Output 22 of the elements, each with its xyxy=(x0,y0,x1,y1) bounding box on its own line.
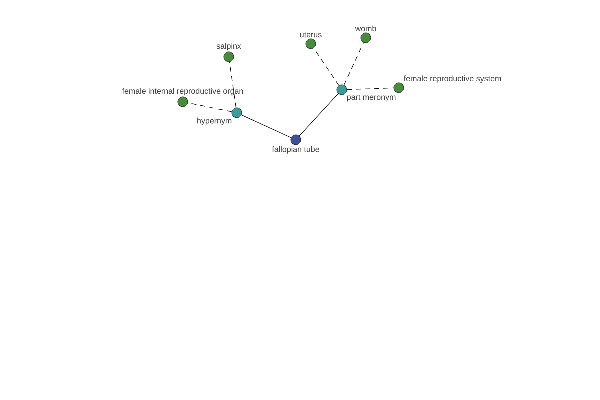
node-label: hypernym xyxy=(198,118,232,126)
graph-node: fallopian tube xyxy=(272,134,320,154)
graph-node: uterus xyxy=(300,32,322,50)
node-label: part meronym xyxy=(347,94,396,102)
node-label: womb xyxy=(355,26,376,32)
node-label: fallopian tube xyxy=(272,146,320,154)
connector-line xyxy=(344,42,364,86)
graph-node: salpinx xyxy=(216,43,242,62)
connector-line xyxy=(314,48,340,86)
node-label: female reproductive system xyxy=(404,76,502,84)
graph-node: hypernym xyxy=(198,108,242,126)
node-label: female internal reproductive organ xyxy=(122,88,244,96)
graph-node: female reproductive system xyxy=(394,76,502,94)
connector-line xyxy=(241,114,292,138)
node-label: salpinx xyxy=(216,43,242,51)
graph-node: part meronym xyxy=(336,84,396,102)
graph-node: womb xyxy=(355,26,376,44)
connector-line xyxy=(346,88,394,90)
connector-line xyxy=(229,62,237,108)
connector-line xyxy=(299,94,339,136)
graph-node: female internal reproductive organ xyxy=(122,88,244,108)
node-label: uterus xyxy=(300,32,322,38)
